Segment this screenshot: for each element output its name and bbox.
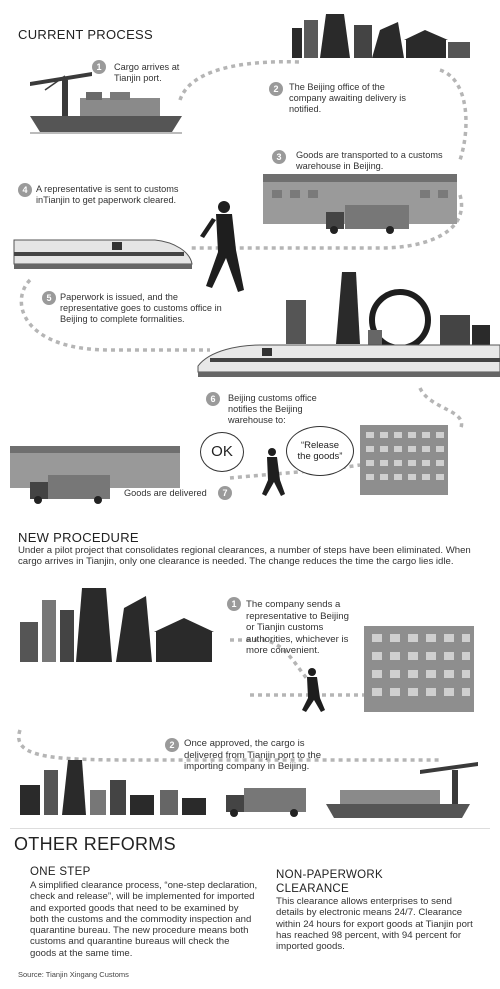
beijing-skyline-illustration	[292, 14, 470, 58]
step-number-badge: 1	[92, 60, 106, 74]
step-6-text: Beijing customs office notifies the Beij…	[228, 393, 317, 425]
section-title-current-process: CURRENT PROCESS	[18, 27, 154, 42]
step-number-badge: 2	[269, 82, 283, 96]
section-divider	[10, 828, 490, 829]
step-3-text: Goods are transported to a customs wareh…	[296, 150, 443, 171]
skyline-illustration-3	[20, 760, 206, 815]
beijing-skyline-illustration-2	[20, 588, 214, 662]
section-title-other-reforms: OTHER REFORMS	[14, 834, 176, 854]
step-7-text: Goods are delivered	[124, 488, 207, 498]
warehouse-illustration	[263, 174, 457, 234]
non-paperwork-text: This clearance allows enterprises to sen…	[276, 896, 473, 953]
one-step-text: A simplified clearance process, “one-ste…	[30, 880, 258, 959]
source-credit: Source: Tianjin Xingang Customs	[18, 970, 129, 979]
train-illustration-2	[197, 344, 500, 377]
step-number-badge: 2	[165, 738, 179, 752]
section-title-new-procedure: NEW PROCEDURE	[18, 530, 139, 545]
new-step-1-text: The company sends a representative to Be…	[246, 599, 349, 656]
step-4-text: A representative is sent to customs inTi…	[36, 184, 179, 205]
new-procedure-intro: Under a pilot project that consolidates …	[18, 545, 471, 568]
speech-bubble-release: “Release the goods”	[286, 426, 354, 476]
step-number-badge: 1	[227, 597, 241, 611]
walking-person-icon-3	[302, 668, 325, 712]
route-dashed-line	[17, 60, 468, 762]
one-step-title: ONE STEP	[30, 866, 91, 878]
step-number-badge: 3	[272, 150, 286, 164]
bubble-ok-text: OK	[211, 443, 233, 460]
step-number-badge: 6	[206, 392, 220, 406]
step-2-text: The Beijing office of the company awaiti…	[289, 82, 406, 114]
bubble-release-text: “Release the goods”	[297, 440, 343, 462]
speech-bubble-ok: OK	[200, 432, 244, 472]
non-paperwork-title: NON-PAPERWORK CLEARANCE	[276, 869, 383, 895]
port-ship-illustration	[30, 72, 182, 134]
walking-person-icon-1	[200, 201, 244, 292]
skyline-ring-illustration	[286, 272, 490, 351]
step-number-badge: 5	[42, 291, 56, 305]
port-ship-illustration-2	[326, 762, 478, 818]
train-illustration-1	[13, 239, 193, 269]
warehouse-illustration-2	[10, 446, 180, 504]
apartment-building-illustration-2	[364, 626, 474, 712]
step-1-text: Cargo arrives at Tianjin port.	[114, 62, 180, 83]
truck-illustration-3	[226, 788, 306, 817]
step-number-badge: 7	[218, 486, 232, 500]
apartment-building-illustration	[360, 425, 448, 495]
walking-person-icon-2	[262, 448, 285, 496]
step-number-badge: 4	[18, 183, 32, 197]
step-5-text: Paperwork is issued, and the representat…	[60, 292, 222, 324]
new-step-2-text: Once approved, the cargo is delivered fr…	[184, 738, 322, 772]
